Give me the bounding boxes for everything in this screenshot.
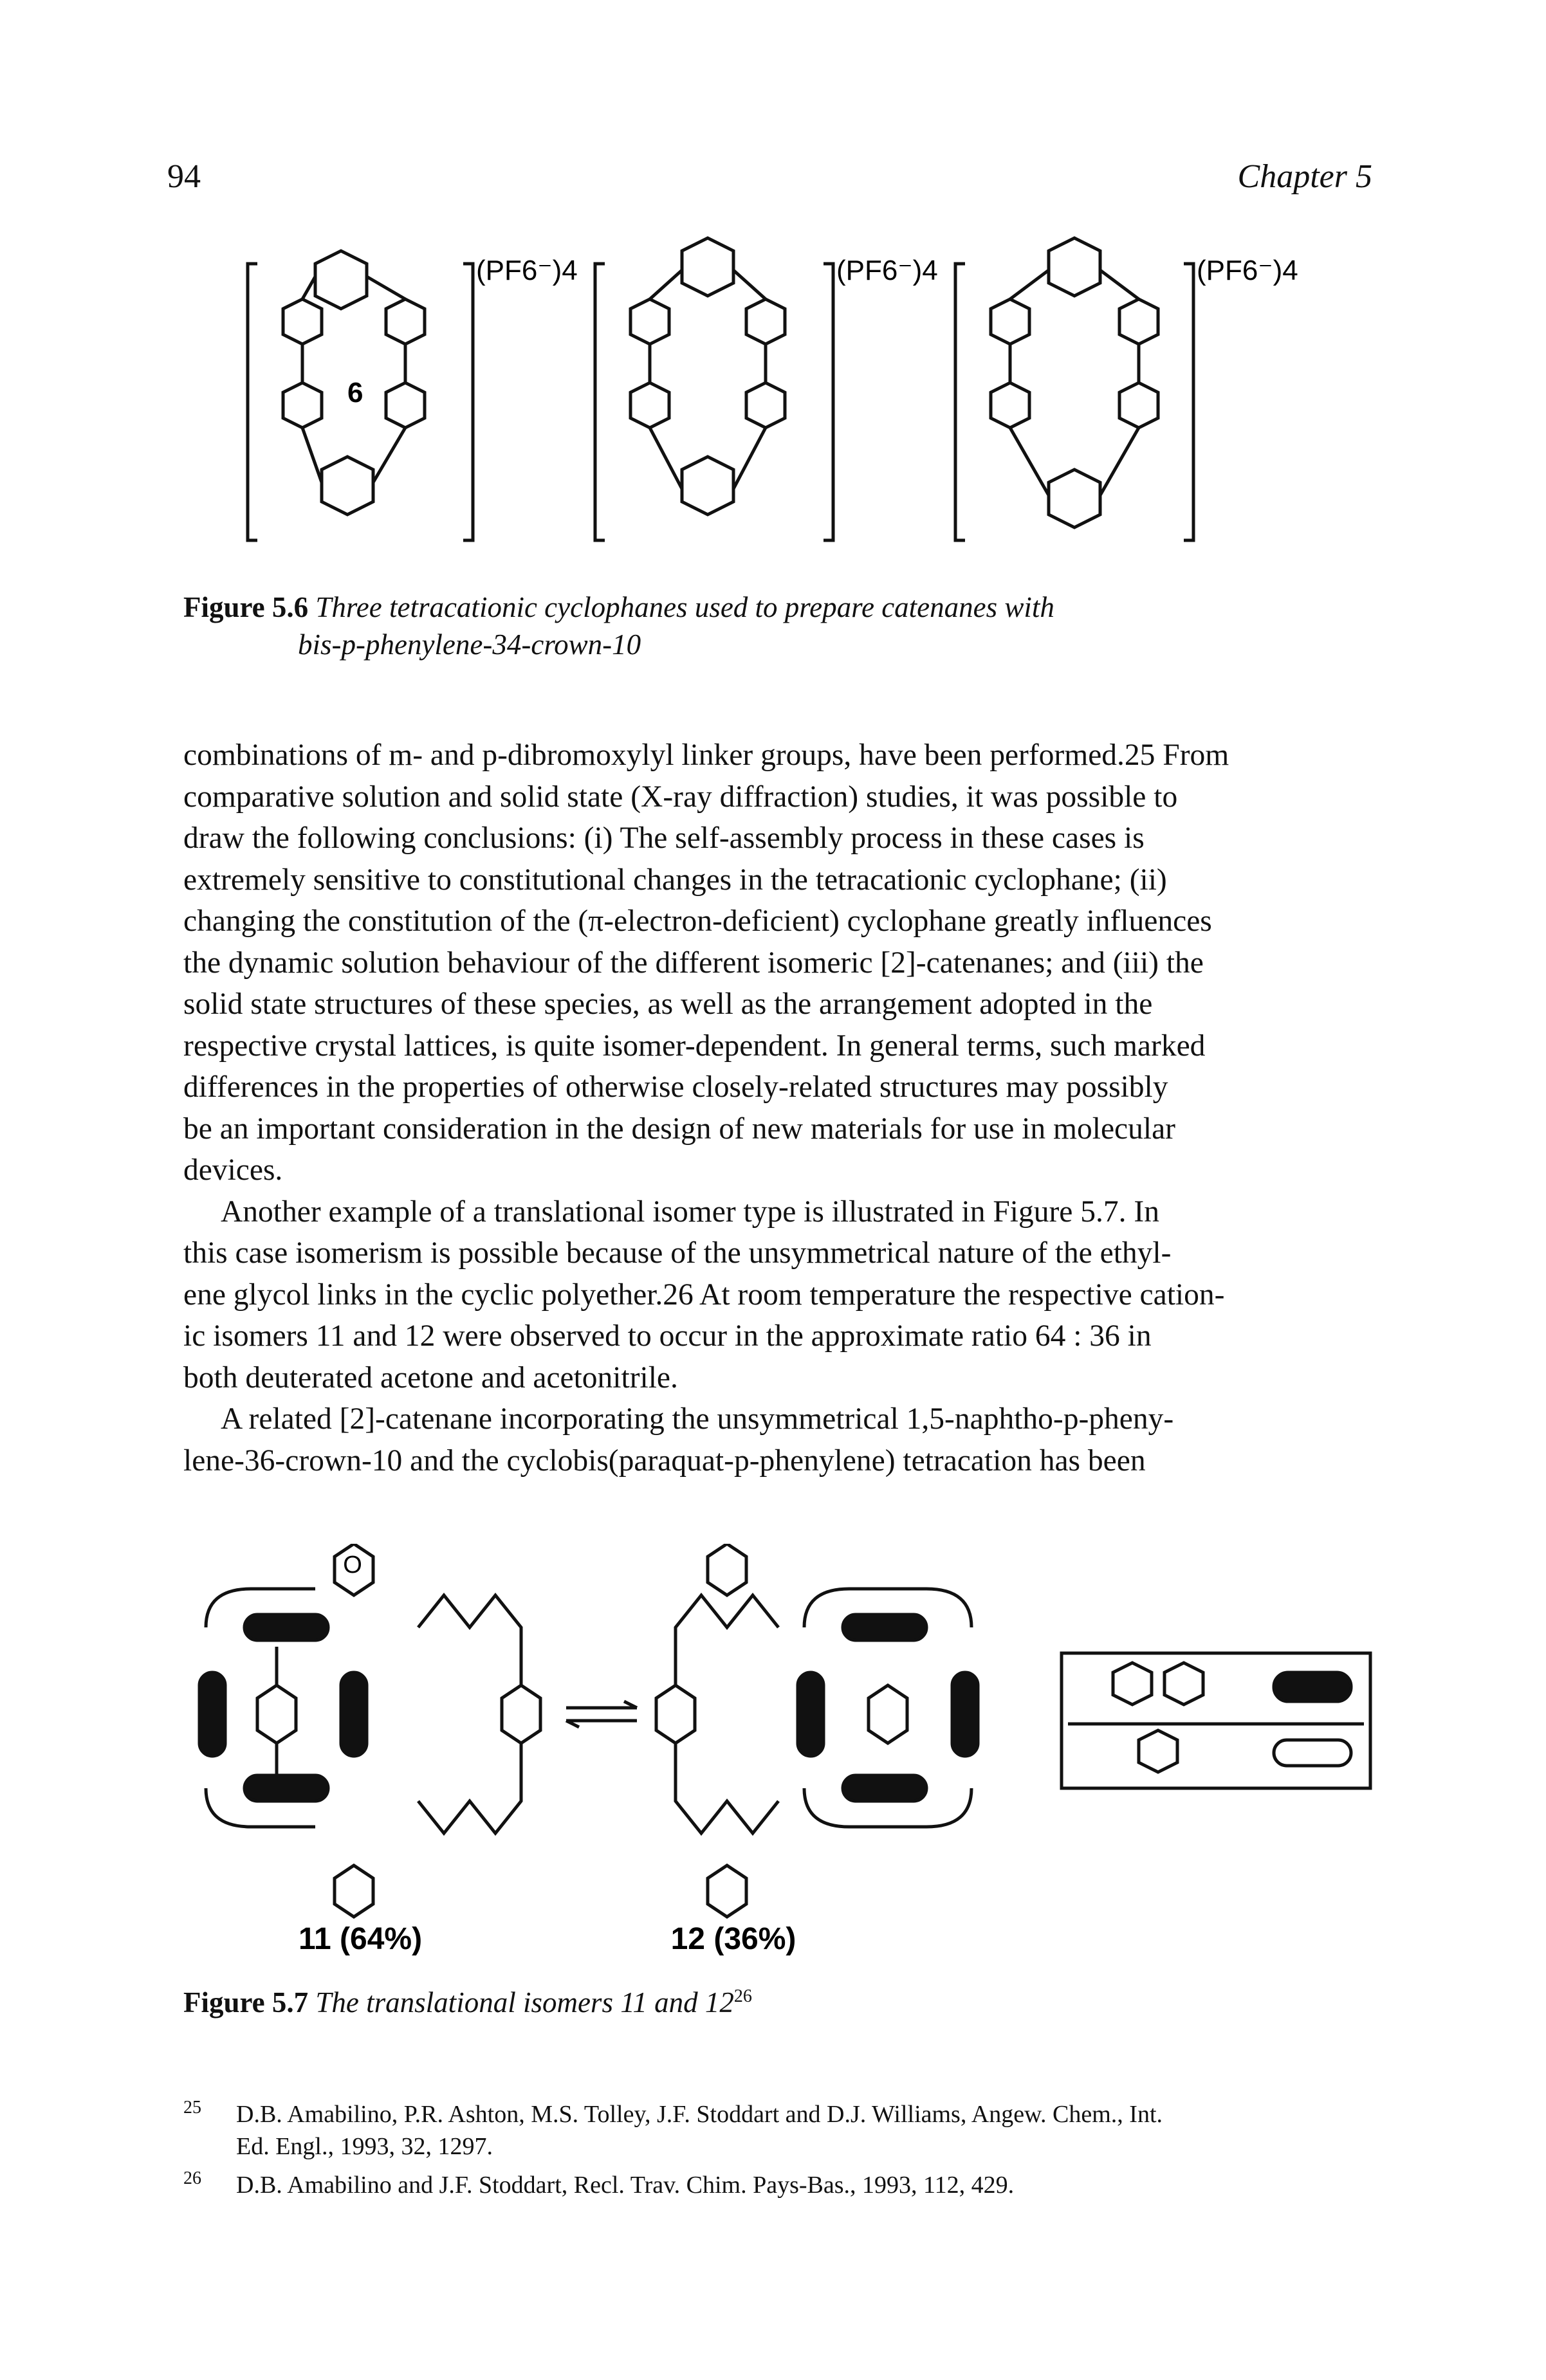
paragraph-2: Another example of a translational isome… [183,1191,1367,1399]
footnote-line: D.B. Amabilino, P.R. Ashton, M.S. Tolley… [236,2101,1163,2128]
caption-ref: 26 [733,1986,752,2006]
p1-line: devices. [183,1153,283,1187]
p2-line: ic isomers 11 and 12 were observed to oc… [183,1319,1152,1353]
p1-line: be an important consideration in the des… [183,1112,1175,1146]
footnote-line: Ed. Engl., 1993, 32, 1297. [236,2133,493,2160]
cyclophane-6 [246,249,475,542]
footnote-number: 25 [183,2098,201,2118]
paragraph-3: A related [2]-catenane incorporating the… [183,1398,1367,1481]
label-11: 11 (64%) [299,1922,422,1956]
p1-line: respective crystal lattices, is quite is… [183,1029,1206,1063]
running-head: Chapter 5 [1237,158,1372,195]
p1-line: changing the constitution of the (π-elec… [183,904,1212,938]
page-number: 94 [167,158,201,195]
footnote-number: 26 [183,2168,201,2188]
p1-line: draw the following conclusions: (i) The … [183,821,1145,855]
legend-box [1060,1651,1372,1790]
compound-label-6: 6 [347,377,363,408]
caption-text-line1: Three tetracationic cyclophanes used to … [315,591,1054,623]
oxygen-label: O [343,1552,362,1579]
p3-line: A related [2]-catenane incorporating the… [221,1402,1174,1436]
figure-5-6: (PF6⁻)4 (PF6⁻)4 (PF6⁻)4 6 [246,236,1298,542]
caption-label: Figure 5.6 [183,591,309,623]
p1-line: the dynamic solution behaviour of the di… [183,946,1204,980]
p1-line: extremely sensitive to constitutional ch… [183,863,1167,897]
label-12: 12 (36%) [671,1922,796,1956]
p2-line: ene glycol links in the cyclic polyether… [183,1277,1225,1312]
counterion-label-1: (PF6⁻)4 [476,255,578,286]
footnote-line: D.B. Amabilino and J.F. Stoddart, Recl. … [236,2172,1015,2199]
figure-5-7: O 11 (64%) 12 (36%) [198,1544,1372,1956]
caption-label: Figure 5.7 [183,1986,309,2018]
cyclophane-3 [953,236,1195,542]
counterion-label-2: (PF6⁻)4 [836,255,938,286]
p1-line: differences in the properties of otherwi… [183,1070,1168,1104]
counterion-label-3: (PF6⁻)4 [1197,255,1298,286]
isomer-12 [654,1544,980,1919]
p1-line: comparative solution and solid state (X-… [183,780,1178,814]
p3-line: lene-36-crown-10 and the cyclobis(paraqu… [183,1443,1146,1478]
caption-text-line2: bis-p-phenylene-34-crown-10 [298,628,641,661]
footnote-25: 25 D.B. Amabilino, P.R. Ashton, M.S. Tol… [183,2098,1374,2163]
caption-text: The translational isomers 11 and 12 [315,1986,734,2018]
p2-line: this case isomerism is possible because … [183,1236,1172,1270]
paragraph-1: combinations of m- and p-dibromoxylyl li… [183,735,1367,1191]
cyclophane-2 [593,236,835,542]
figure-5-7-caption: Figure 5.7 The translational isomers 11 … [183,1978,752,2021]
p1-line: solid state structures of these species,… [183,987,1153,1021]
isomer-11 [198,1544,542,1919]
p2-line: Another example of a translational isome… [221,1195,1159,1229]
body-text: combinations of m- and p-dibromoxylyl li… [183,735,1367,1481]
footnote-26: 26 D.B. Amabilino and J.F. Stoddart, Rec… [183,2168,1374,2201]
figure-5-6-caption: Figure 5.6 Three tetracationic cyclophan… [183,589,1054,663]
p2-line: both deuterated acetone and acetonitrile… [183,1360,678,1395]
p1-line: combinations of m- and p-dibromoxylyl li… [183,738,1229,772]
